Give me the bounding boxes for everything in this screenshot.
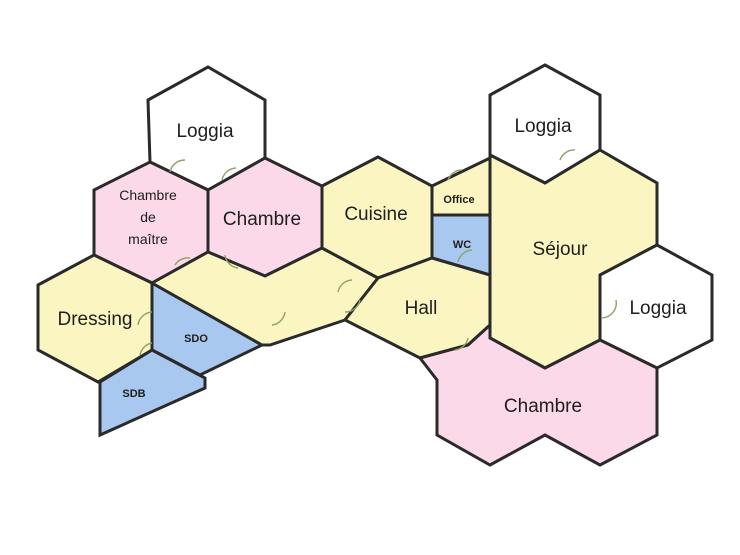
label-wc: WC xyxy=(453,239,471,251)
label-chambre-top: Chambre xyxy=(223,209,301,230)
door-chambre-top xyxy=(221,167,237,181)
label-loggia-right: Loggia xyxy=(629,298,686,319)
door-chambre-bottom xyxy=(454,337,469,351)
door-loggia-top-right xyxy=(559,149,576,161)
door-sdb xyxy=(139,342,153,356)
label-chambre-de-maitre-1: Chambre xyxy=(119,187,177,203)
label-sdb: SDB xyxy=(122,388,145,400)
door-hall xyxy=(344,299,361,313)
room-chambre-bottom xyxy=(417,321,659,467)
label-sdo: SDO xyxy=(184,333,208,345)
door-chambre-de-maitre xyxy=(174,257,191,266)
door-corridor-chambre xyxy=(224,254,239,269)
room-sdb xyxy=(98,348,207,438)
label-chambre-de-maitre-3: maître xyxy=(128,231,168,247)
door-office xyxy=(447,169,463,181)
door-dressing xyxy=(137,311,153,326)
label-sejour: Séjour xyxy=(533,239,589,260)
room-office xyxy=(430,155,492,217)
label-hall: Hall xyxy=(405,298,438,319)
label-chambre-de-maitre-2: de xyxy=(140,209,156,225)
door-loggia-top-left xyxy=(169,159,186,173)
label-cuisine: Cuisine xyxy=(344,204,407,225)
label-chambre-bottom: Chambre xyxy=(504,396,582,417)
label-loggia-top-right: Loggia xyxy=(514,116,571,137)
label-dressing: Dressing xyxy=(58,309,133,330)
door-loggia-right xyxy=(601,299,618,319)
door-cuisine xyxy=(337,279,353,293)
door-wc xyxy=(457,249,473,263)
label-office: Office xyxy=(443,194,474,206)
door-sdo xyxy=(271,311,286,326)
label-loggia-top-left: Loggia xyxy=(176,121,233,142)
